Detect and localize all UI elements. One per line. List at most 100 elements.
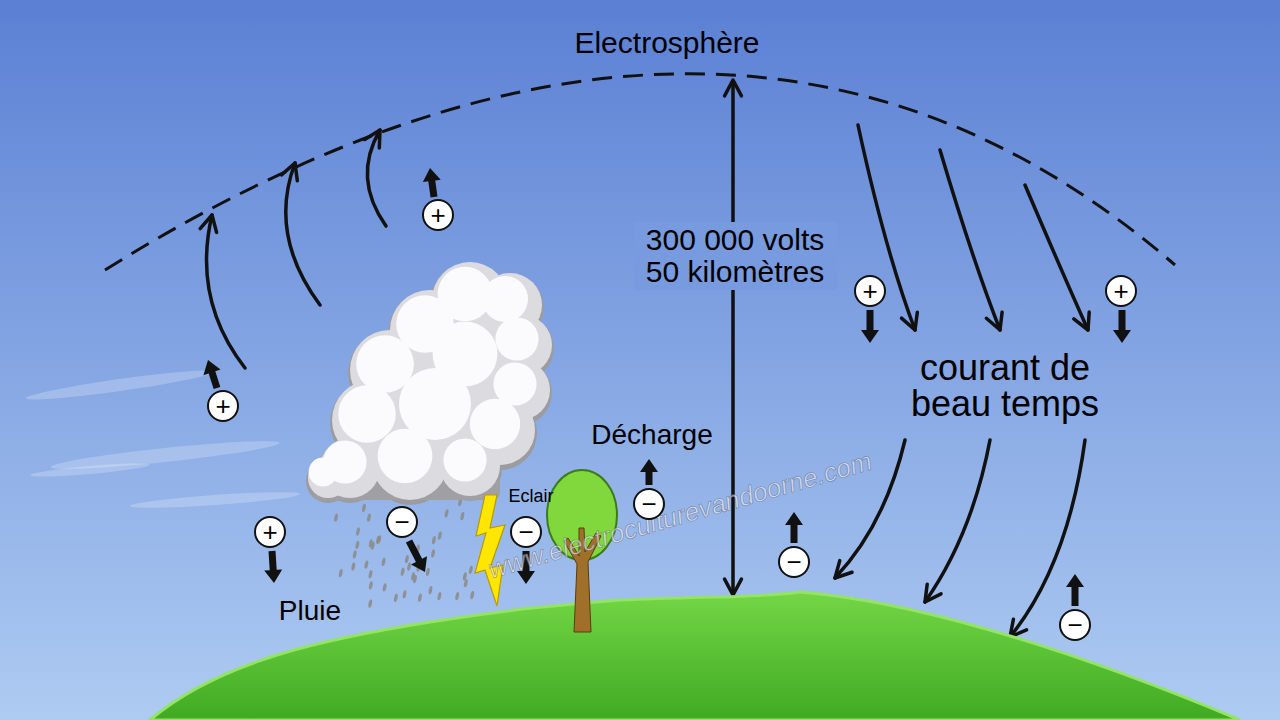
- ion-sign: +: [262, 519, 277, 545]
- cloud-wisp: [130, 489, 300, 511]
- rain-drop: [368, 599, 373, 608]
- ion-sign: −: [1067, 612, 1082, 638]
- ground-hill: [150, 592, 1240, 720]
- rain-drop: [352, 550, 357, 559]
- cloud-puff: [309, 458, 338, 487]
- ion-circle: +: [254, 516, 286, 548]
- ion-circle: +: [1105, 275, 1137, 307]
- ion-sign: +: [215, 393, 230, 419]
- current-arrow: [1010, 440, 1085, 637]
- region-label: Electrosphère: [574, 26, 759, 60]
- rain-drop: [428, 586, 433, 595]
- rain-drop: [470, 591, 475, 600]
- rain-drop: [437, 531, 442, 540]
- rain-drop: [407, 562, 412, 571]
- ion-sign: −: [641, 491, 656, 517]
- ion-sign: −: [518, 519, 533, 545]
- ion-direction-arrow: [406, 539, 427, 572]
- arrow-head: [986, 312, 1002, 330]
- rain-drop: [351, 562, 356, 571]
- rain-drop: [368, 581, 373, 590]
- ion-direction-arrow: [1113, 310, 1131, 343]
- rain-drop: [393, 593, 398, 602]
- current-arrow: [207, 215, 245, 368]
- arrow-head: [282, 163, 298, 181]
- rain-drop: [361, 504, 366, 513]
- lightning-label: Eclair: [508, 486, 553, 507]
- rain-drop: [460, 512, 465, 521]
- rain-drop: [355, 527, 360, 536]
- current-label: courant de beau temps: [898, 350, 1113, 422]
- cloud-puff: [470, 399, 520, 449]
- ion-direction-arrow: [640, 459, 658, 485]
- cloud-puff: [493, 362, 536, 405]
- current-arrow: [367, 130, 386, 226]
- rain-label: Pluie: [279, 595, 341, 627]
- ion-circle: −: [778, 546, 810, 578]
- rain-drop: [400, 567, 405, 576]
- rain-drop: [368, 539, 373, 548]
- height-dimension-line: [731, 81, 735, 594]
- ion-direction-arrow: [264, 551, 282, 583]
- ion-circle: −: [633, 488, 665, 520]
- rain-drop: [444, 509, 449, 518]
- rain-drop: [417, 593, 422, 602]
- ion-sign: +: [430, 202, 445, 228]
- rain-drop: [366, 513, 371, 522]
- rain-drop: [402, 590, 407, 599]
- rain-drop: [468, 565, 473, 574]
- ion-sign: +: [1113, 278, 1128, 304]
- ion-direction-arrow: [203, 360, 220, 389]
- ion-circle: +: [422, 199, 454, 231]
- arrow-head: [1074, 312, 1089, 330]
- arrow-head: [925, 584, 941, 602]
- cloud-puff: [378, 429, 433, 484]
- cloud-puff: [482, 276, 528, 322]
- arrow-head: [365, 130, 380, 148]
- rain-drop: [338, 569, 343, 578]
- arrow-head: [1010, 619, 1027, 637]
- current-arrow: [858, 125, 915, 330]
- rain-drop: [412, 575, 417, 584]
- rain-drop: [355, 541, 360, 550]
- current-arrow: [286, 163, 320, 305]
- rain-drop: [377, 535, 382, 544]
- discharge-label: Décharge: [591, 419, 712, 451]
- rain-drop: [364, 560, 369, 569]
- ion-direction-arrow: [785, 512, 803, 543]
- arrow-head: [835, 561, 852, 578]
- ion-circle: +: [207, 390, 239, 422]
- rain-drop: [463, 579, 468, 588]
- ion-circle: −: [510, 516, 542, 548]
- rain-drop: [425, 567, 430, 576]
- ion-circle: −: [1059, 609, 1091, 641]
- storm-cloud: [306, 262, 554, 505]
- current-arrow: [940, 150, 1000, 330]
- ion-sign: +: [862, 278, 877, 304]
- ion-circle: +: [854, 275, 886, 307]
- cloud-wisp: [30, 461, 150, 479]
- rain-drop: [382, 583, 387, 592]
- ion-direction-arrow: [423, 168, 441, 197]
- ion-direction-arrow: [1066, 574, 1084, 606]
- rain-drop: [368, 570, 373, 579]
- arrow-head: [725, 80, 742, 96]
- arrow-head: [902, 312, 918, 330]
- rain-drop: [437, 592, 442, 601]
- dimension-label: 300 000 volts 50 kilomètres: [634, 222, 837, 290]
- rain-drop: [404, 555, 409, 564]
- rain-drop: [455, 592, 460, 601]
- cloud-puff: [443, 438, 486, 481]
- cloud-wisp: [25, 366, 215, 404]
- rain-drop: [431, 549, 436, 558]
- current-arrow: [925, 440, 990, 602]
- current-arrow: [1025, 185, 1088, 330]
- rain-drop: [333, 513, 338, 522]
- ion-circle: −: [386, 506, 418, 538]
- arrow-head: [725, 579, 742, 595]
- rain-drop: [381, 557, 386, 566]
- arrow-head: [200, 215, 216, 232]
- ion-direction-arrow: [861, 310, 879, 343]
